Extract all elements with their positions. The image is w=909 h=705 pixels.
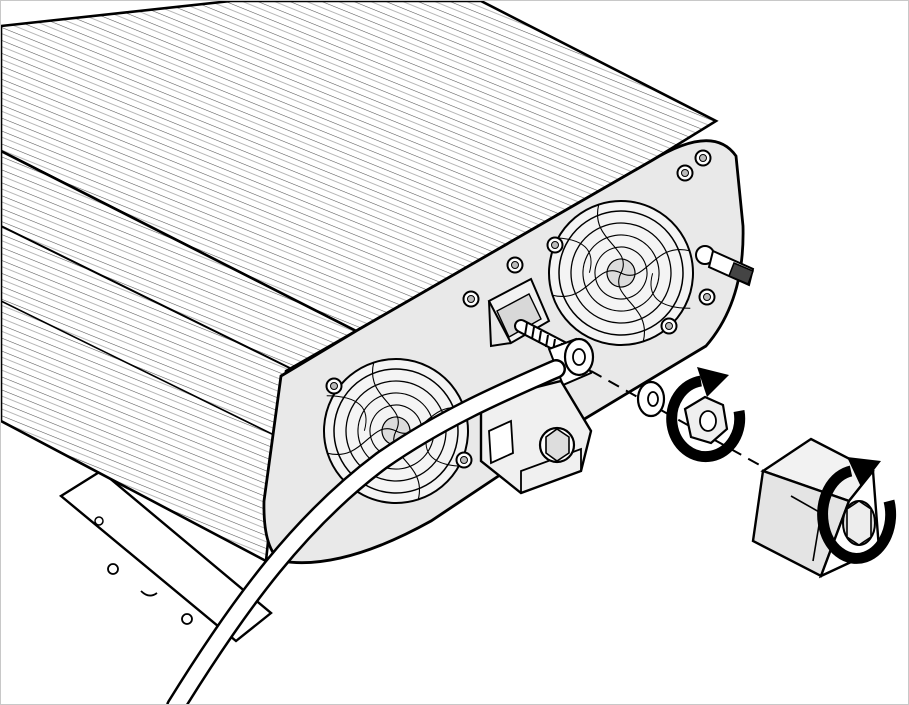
mount-hole [181,613,193,625]
housing-edge [1,300,277,437]
flange-slot [140,590,158,597]
mounting-flange [58,469,273,643]
screw-icon [506,256,524,274]
power-cable-core [168,361,564,704]
screw-icon [455,451,473,469]
washer [636,380,666,418]
housing-edge [1,225,307,377]
mount-hole [107,563,119,575]
side-terminal-knob [695,245,755,287]
cable-clamp-bracket [479,379,593,495]
screw-icon [694,149,712,167]
screw-icon [676,164,694,182]
screw-icon [462,290,480,308]
mount-hole [94,516,104,526]
screw-icon [325,377,343,395]
screw-icon [660,317,678,335]
rotation-arrow-icon [666,367,746,463]
screw-icon [546,236,564,254]
nut [683,395,729,445]
assembly-axis-line [590,370,782,478]
rotation-arrow-icon [817,457,897,564]
screw-icon [698,288,716,306]
